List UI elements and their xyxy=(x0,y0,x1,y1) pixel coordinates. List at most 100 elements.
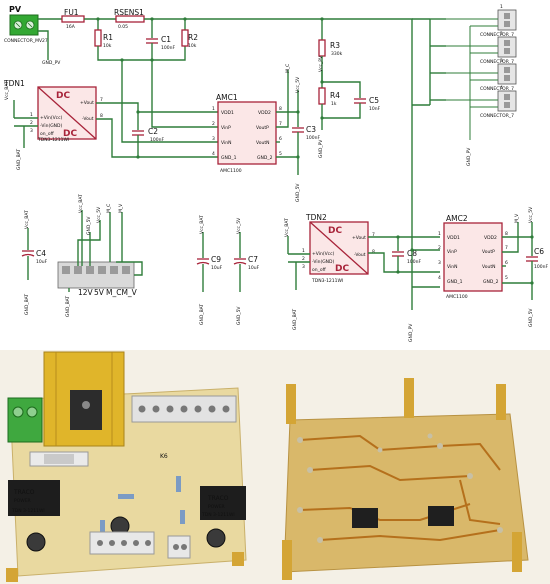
net-vcc-5v-3: Vcc_5V xyxy=(236,217,242,234)
net-vcc-pv-1: Vcc_PV xyxy=(318,55,324,72)
tdn1-dc-bottom: DC xyxy=(63,129,77,139)
net-vcc-5v-4: Vcc_5V xyxy=(528,206,534,223)
r2-value: 10k xyxy=(188,43,197,49)
c4-name: C4 xyxy=(36,249,46,258)
amc1-pin-vinn: VinN xyxy=(221,140,231,146)
amc2-num-7: 7 xyxy=(505,245,508,251)
c2-value: 100nF xyxy=(150,137,164,143)
c9-value: 10uF xyxy=(211,265,223,271)
capacitor-c9: C9 10uF Vcc_BAT GND_BAT xyxy=(196,215,223,325)
module-left-brand: TRACO xyxy=(13,489,35,496)
c8-value: 100nF xyxy=(407,259,421,265)
output-connectors xyxy=(412,18,446,106)
amc2-pin-voutp: VoutP xyxy=(482,249,495,255)
net-vcc-bat-3: Vcc_BAT xyxy=(78,194,84,213)
r2-name: R2 xyxy=(188,33,198,42)
conn2-num: 2 xyxy=(500,31,503,37)
amc2-pin-vdd2: VDD2 xyxy=(484,235,497,241)
c8-name: C8 xyxy=(407,249,417,258)
c5-name: C5 xyxy=(369,96,379,105)
amc1-part: AMC1100 xyxy=(220,168,242,174)
amc2-num-5: 5 xyxy=(505,275,508,281)
conn4-num: 4 xyxy=(500,85,503,91)
terminal-block: 12V 5V M_CM_V xyxy=(57,261,138,297)
connector-7-1: 1 CONNECTOR_7 xyxy=(446,4,517,38)
c1-name: C1 xyxy=(161,35,171,44)
module-left-brand2: POWER xyxy=(14,498,31,504)
connector-7-4: 4 CONNECTOR_7 xyxy=(446,85,517,119)
photo-tdn-module-left: TRACO POWER TDN 3-1211WI xyxy=(8,480,60,516)
amc1-num-8: 8 xyxy=(279,106,282,112)
net-gnd-bat-1: GND_BAT xyxy=(16,149,22,170)
tdn1-num-7: 7 xyxy=(100,97,103,103)
tdn2-part: TDN3-1211WI xyxy=(311,278,343,284)
silk-label: K6 xyxy=(160,453,168,460)
tdn2-num-3: 3 xyxy=(302,264,305,270)
c6-name: C6 xyxy=(534,247,544,256)
r1-value: 10k xyxy=(103,43,112,49)
amc1-name: AMC1 xyxy=(216,93,238,102)
tdn2-pin-vout-p: +Vout xyxy=(352,235,366,241)
resistor-r1: R1 10k xyxy=(94,19,186,61)
resistor-r2: R2 10k xyxy=(181,19,198,49)
tdn1-name: TDN1 xyxy=(3,79,25,88)
tdn2-pin-vin: +Vin(Vcc) xyxy=(312,251,335,257)
amc1-num-5: 5 xyxy=(279,151,282,157)
amc2-pin-vinn: VinN xyxy=(447,264,457,270)
amc2-pin-gnd2: GND_2 xyxy=(483,279,499,285)
amc1-pin-gnd1: GND_1 xyxy=(221,155,237,161)
heatsink xyxy=(43,351,125,447)
conn3-label: CONNECTOR_7 xyxy=(480,86,514,92)
net-gnd-bat-4: GND_BAT xyxy=(199,304,205,325)
photo-tdn-module-right: TRACO POWER TDN 3-1211WI xyxy=(200,486,246,520)
tdn1-num-8: 8 xyxy=(100,113,103,119)
tdn2-dc-bottom: DC xyxy=(335,264,349,274)
tdn2-dc-top: DC xyxy=(328,226,342,236)
amc2-part: AMC1100 xyxy=(446,294,468,300)
amc2-pin-voutn: VoutN xyxy=(482,264,495,270)
tdn2-num-1: 1 xyxy=(302,248,305,254)
amc1-pin-vdd2: VDD2 xyxy=(258,110,271,116)
conn1-label: CONNECTOR_7 xyxy=(480,32,514,38)
conn2-label: CONNECTOR_7 xyxy=(480,59,514,65)
capacitor-c2: C2 100nF xyxy=(132,112,164,157)
tdn2-num-2: 2 xyxy=(302,256,305,262)
module-right-brand: TRACO xyxy=(207,495,229,502)
amc2-num-2: 2 xyxy=(438,245,441,251)
tdn1-dc-top: DC xyxy=(56,91,70,101)
pv-connector-part: CONNECTOR_MV27 xyxy=(4,38,48,44)
r3-name: R3 xyxy=(330,41,340,50)
amc1-num-3: 3 xyxy=(212,136,215,142)
net-gnd-5v-2: GND_5V xyxy=(86,216,92,235)
r4-name: R4 xyxy=(330,91,340,100)
rsens-name: RSENS1 xyxy=(114,8,144,17)
amc2-num-3: 3 xyxy=(438,260,441,266)
net-gnd-pv-1: GND_PV xyxy=(42,60,61,66)
amc1-pin-voutn: VoutN xyxy=(256,140,269,146)
net-gnd-bat-3: GND_BAT xyxy=(65,296,71,317)
capacitor-c8: C8 100nF xyxy=(392,237,421,272)
connector-7-2: 2 CONNECTOR_7 xyxy=(446,31,517,65)
capacitor-c4: C4 10uF Vcc_BAT GND_BAT xyxy=(21,210,48,315)
c4-value: 10uF xyxy=(36,259,48,265)
r1-name: R1 xyxy=(103,33,113,42)
capacitor-c6: C6 100nF xyxy=(526,237,548,283)
pv-connector-name: PV xyxy=(9,5,22,14)
net-m-c-1: M_C xyxy=(285,64,291,73)
photo-top-terminal-block xyxy=(131,395,237,423)
amc2-num-6: 6 xyxy=(505,260,508,266)
rsense: RSENS1 0.05 xyxy=(114,8,145,30)
c2-name: C2 xyxy=(148,127,158,136)
capacitor-c1: C1 100nF xyxy=(146,19,175,60)
tdn1-num-3: 3 xyxy=(30,128,33,134)
conn1-num: 1 xyxy=(500,4,503,10)
capacitor-c3: C3 100nF xyxy=(292,112,320,157)
net-m-c-2: M_C xyxy=(106,204,112,213)
net-vcc-5v-1: Vcc_5V xyxy=(295,76,301,93)
net-gnd-5v-3: GND_5V xyxy=(236,306,242,325)
net-vcc-5v-2: Vcc_5V xyxy=(96,206,102,223)
fu1-value: 16A xyxy=(66,24,76,30)
amc2-num-4: 4 xyxy=(438,275,441,281)
tdn2-num-7: 7 xyxy=(372,232,375,238)
net-m-v-1: M_V xyxy=(118,203,124,213)
